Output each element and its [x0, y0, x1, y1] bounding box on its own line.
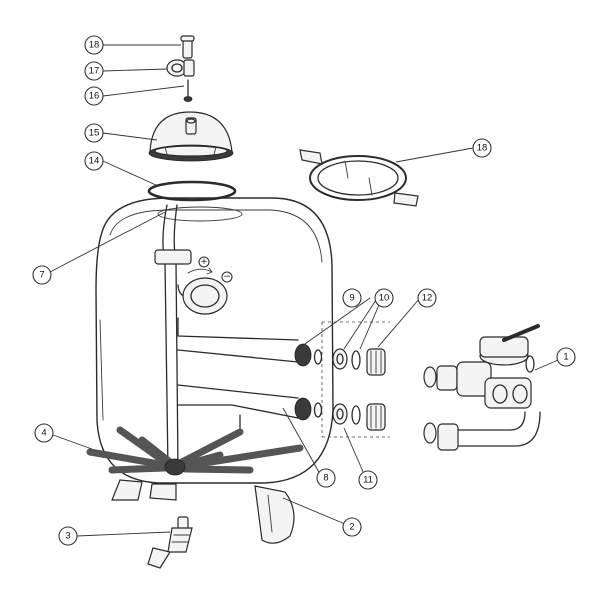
callout-11-label: 11 [363, 475, 373, 486]
part-8-lower-pipe [177, 384, 299, 429]
part-11-seals-lower [332, 403, 361, 425]
callout-13-label: 14 [89, 156, 100, 167]
callout-14: 15 [84, 123, 104, 143]
plus-label: + [200, 257, 208, 267]
part-12-union-nuts [366, 348, 386, 431]
callout-18: 18 [472, 138, 492, 158]
callout-14-label: 15 [89, 128, 100, 139]
callout-7-label: 7 [39, 270, 44, 281]
callout-15: 16 [84, 86, 104, 106]
callout-10: 10 [374, 288, 394, 308]
leader-lines [49, 44, 559, 537]
callout-16: 17 [84, 61, 104, 81]
callout-1: 1 [556, 347, 576, 367]
part-7-riser [154, 204, 192, 471]
part-18-clamp-ring [299, 149, 419, 207]
callout-4: 4 [34, 423, 54, 443]
tank-outlets [294, 343, 323, 421]
callout-10-label: 10 [379, 293, 390, 304]
callout-13: 14 [84, 151, 104, 171]
part-legs [111, 479, 177, 501]
callout-17: 18 [84, 35, 104, 55]
minus-label: − [223, 272, 231, 282]
callout-12-label: 12 [422, 293, 433, 304]
part-15-fitting [183, 79, 193, 102]
part-10-seals-upper [332, 348, 361, 370]
callout-8: 8 [316, 468, 336, 488]
callout-3-label: 3 [65, 531, 70, 542]
part-17-top-fitting [180, 35, 195, 59]
callout-15-label: 16 [89, 91, 100, 102]
callout-11: 11 [358, 470, 378, 490]
callout-17-label: 18 [89, 40, 100, 51]
callout-2-label: 2 [349, 522, 354, 533]
callout-8-label: 8 [323, 473, 328, 484]
callout-3: 3 [58, 526, 78, 546]
part-tank-body [95, 197, 334, 484]
part-3-drain-plug [147, 516, 193, 569]
alignment-lines [321, 321, 390, 438]
callout-2: 2 [342, 517, 362, 537]
part-4-laterals [86, 426, 304, 476]
callout-16-label: 17 [89, 66, 100, 77]
part-diffuser [182, 267, 228, 315]
part-16-valve [166, 59, 195, 77]
part-2-leg [254, 485, 295, 544]
rotation-minus-symbol: − [221, 271, 233, 283]
callout-4-label: 4 [41, 428, 46, 439]
part-14-dome-lid [148, 111, 234, 162]
callout-9: 9 [342, 288, 362, 308]
callout-9-label: 9 [349, 293, 354, 304]
part-1-multiport-valve [423, 324, 541, 451]
callout-18-label: 18 [477, 143, 488, 154]
part-13-o-ring [147, 180, 237, 202]
rotation-plus-symbol: + [198, 256, 210, 268]
callout-12: 12 [417, 288, 437, 308]
callout-1-label: 1 [563, 352, 568, 363]
callout-7: 7 [32, 265, 52, 285]
